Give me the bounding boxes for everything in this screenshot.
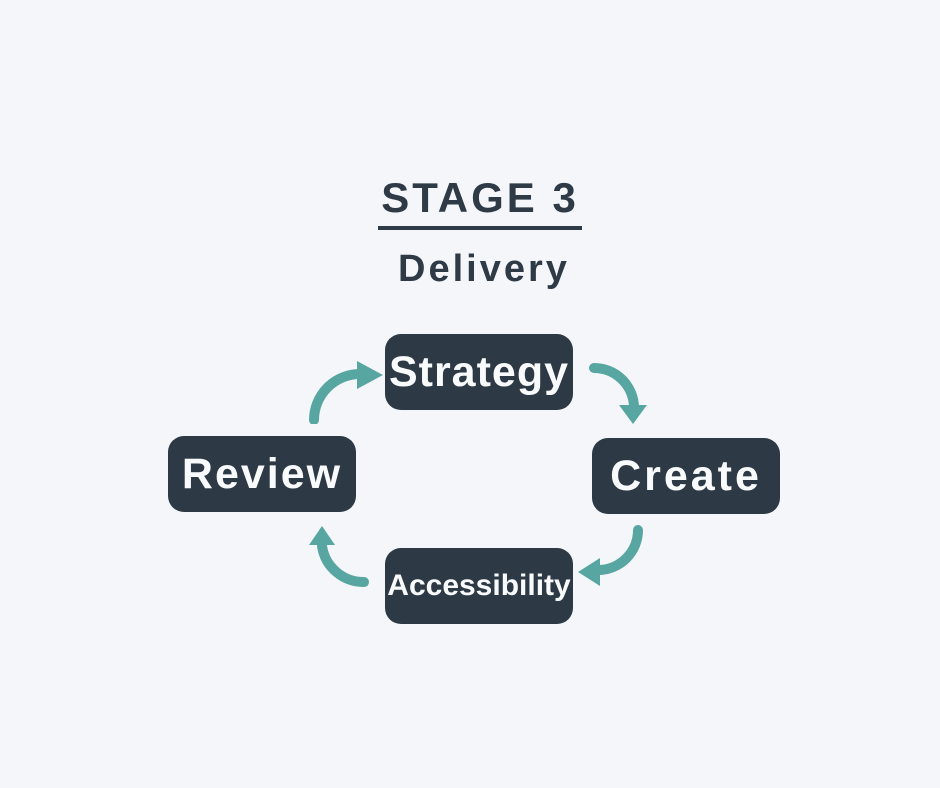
node-review-label: Review <box>181 449 343 498</box>
node-strategy: Strategy <box>385 334 573 410</box>
curved-arrow-review-to-strategy-icon <box>302 358 386 424</box>
node-review: Review <box>168 436 356 512</box>
phase-subtitle: Delivery <box>398 248 570 290</box>
node-create: Create <box>592 438 780 514</box>
curved-arrow-accessibility-to-review-icon <box>298 524 372 588</box>
node-accessibility: Accessibility <box>385 548 573 624</box>
node-strategy-label: Strategy <box>388 347 570 396</box>
curved-arrow-strategy-to-create-icon <box>588 360 654 428</box>
node-accessibility-label: Accessibility <box>387 569 571 602</box>
stage-title-text: STAGE 3 <box>378 177 582 230</box>
node-create-label: Create <box>610 451 762 500</box>
curved-arrow-create-to-accessibility-icon <box>576 524 648 588</box>
stage-title: STAGE 3 <box>330 177 630 230</box>
